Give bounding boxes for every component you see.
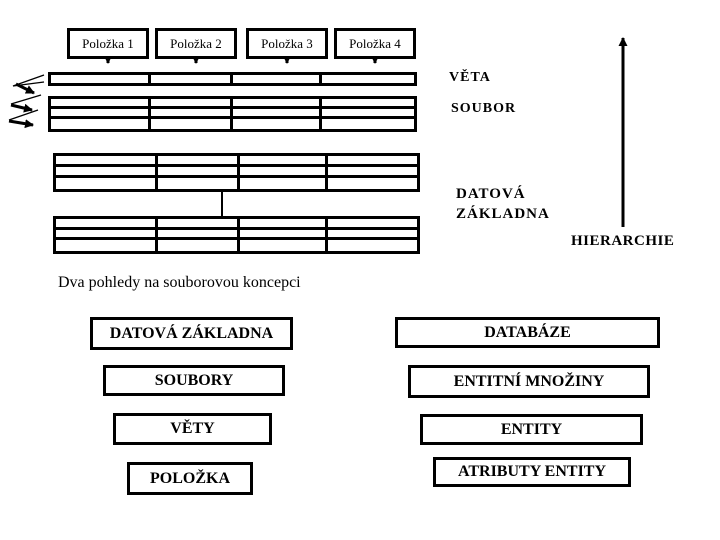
record-cell: [232, 109, 322, 119]
record-cell: [240, 178, 329, 189]
record-cell: [56, 229, 159, 241]
record-cell: [328, 178, 417, 189]
item-label: Položka 3: [261, 35, 313, 51]
record-cell: [239, 219, 329, 230]
veta-record-row: [48, 72, 417, 86]
record-cell: [239, 167, 329, 178]
record-cell: [151, 119, 233, 129]
record-cell: [51, 75, 152, 83]
record-cell: [233, 119, 322, 129]
record-cell: [158, 167, 240, 178]
box-atributy-entity: ATRIBUTY ENTITY: [433, 457, 631, 487]
record-cell: [232, 99, 322, 109]
record-cell: [56, 219, 159, 230]
record-cell: [328, 167, 417, 178]
chain-line: [12, 74, 45, 87]
record-cell: [151, 75, 233, 83]
item-box-4: Položka 4: [334, 28, 416, 59]
item-label: Položka 1: [82, 35, 134, 51]
record-cell: [51, 109, 152, 119]
record-cell: [328, 240, 417, 251]
record-cell: [56, 156, 159, 167]
record-cell: [56, 178, 159, 189]
box-entitni-mnoziny: ENTITNÍ MNOŽINY: [408, 365, 650, 398]
label-datova-line2: ZÁKLADNA: [456, 206, 550, 222]
item-label: Položka 4: [349, 35, 401, 51]
record-cell: [151, 109, 233, 119]
label-veta: VĚTA: [449, 70, 491, 85]
record-cell: [158, 240, 240, 251]
record-cell: [51, 99, 152, 109]
record-cell: [51, 119, 152, 129]
box-polozka: POLOŽKA: [127, 462, 253, 495]
record-cell: [322, 119, 414, 129]
item-box-1: Položka 1: [67, 28, 149, 59]
record-cell: [239, 229, 329, 241]
box-datova-zakladna: DATOVÁ ZÁKLADNA: [90, 317, 293, 350]
record-cell: [328, 230, 417, 241]
database-table-upper: [53, 153, 420, 192]
record-cell: [322, 75, 414, 83]
record-cell: [56, 240, 159, 251]
caption-text: Dva pohledy na souborovou koncepci: [58, 274, 301, 291]
item-box-2: Položka 2: [155, 28, 237, 59]
label-soubor: SOUBOR: [451, 101, 517, 116]
record-chain-arrows: [8, 74, 45, 129]
box-databaze: DATABÁZE: [395, 317, 660, 348]
label-hierarchie: HIERARCHIE: [571, 233, 675, 249]
record-cell: [321, 109, 414, 119]
item-box-3: Položka 3: [246, 28, 328, 59]
record-cell: [158, 219, 240, 230]
record-cell: [56, 167, 159, 178]
record-cell: [158, 229, 240, 241]
chain-arrow: [15, 82, 35, 95]
record-cell: [321, 99, 414, 109]
box-soubory: SOUBORY: [103, 365, 285, 396]
box-vety: VĚTY: [113, 413, 272, 445]
chain-line: [8, 109, 39, 121]
record-cell: [328, 156, 417, 167]
soubor-table: [48, 96, 417, 132]
box-entity: ENTITY: [420, 414, 643, 445]
item-down-arrows: [103, 55, 380, 64]
record-cell: [328, 219, 417, 230]
chain-line: [10, 94, 42, 105]
label-datova-line1: DATOVÁ: [456, 186, 526, 202]
record-cell: [240, 240, 329, 251]
label-datova-zakladna: DATOVÁ ZÁKLADNA: [456, 184, 550, 224]
record-cell: [239, 156, 329, 167]
record-cell: [158, 156, 240, 167]
record-cell: [233, 75, 322, 83]
record-cell: [158, 178, 240, 189]
database-table-lower: [53, 216, 420, 254]
chain-arrow: [8, 119, 34, 129]
item-label: Položka 2: [170, 35, 222, 51]
record-cell: [151, 99, 233, 109]
chain-arrow: [10, 103, 33, 113]
